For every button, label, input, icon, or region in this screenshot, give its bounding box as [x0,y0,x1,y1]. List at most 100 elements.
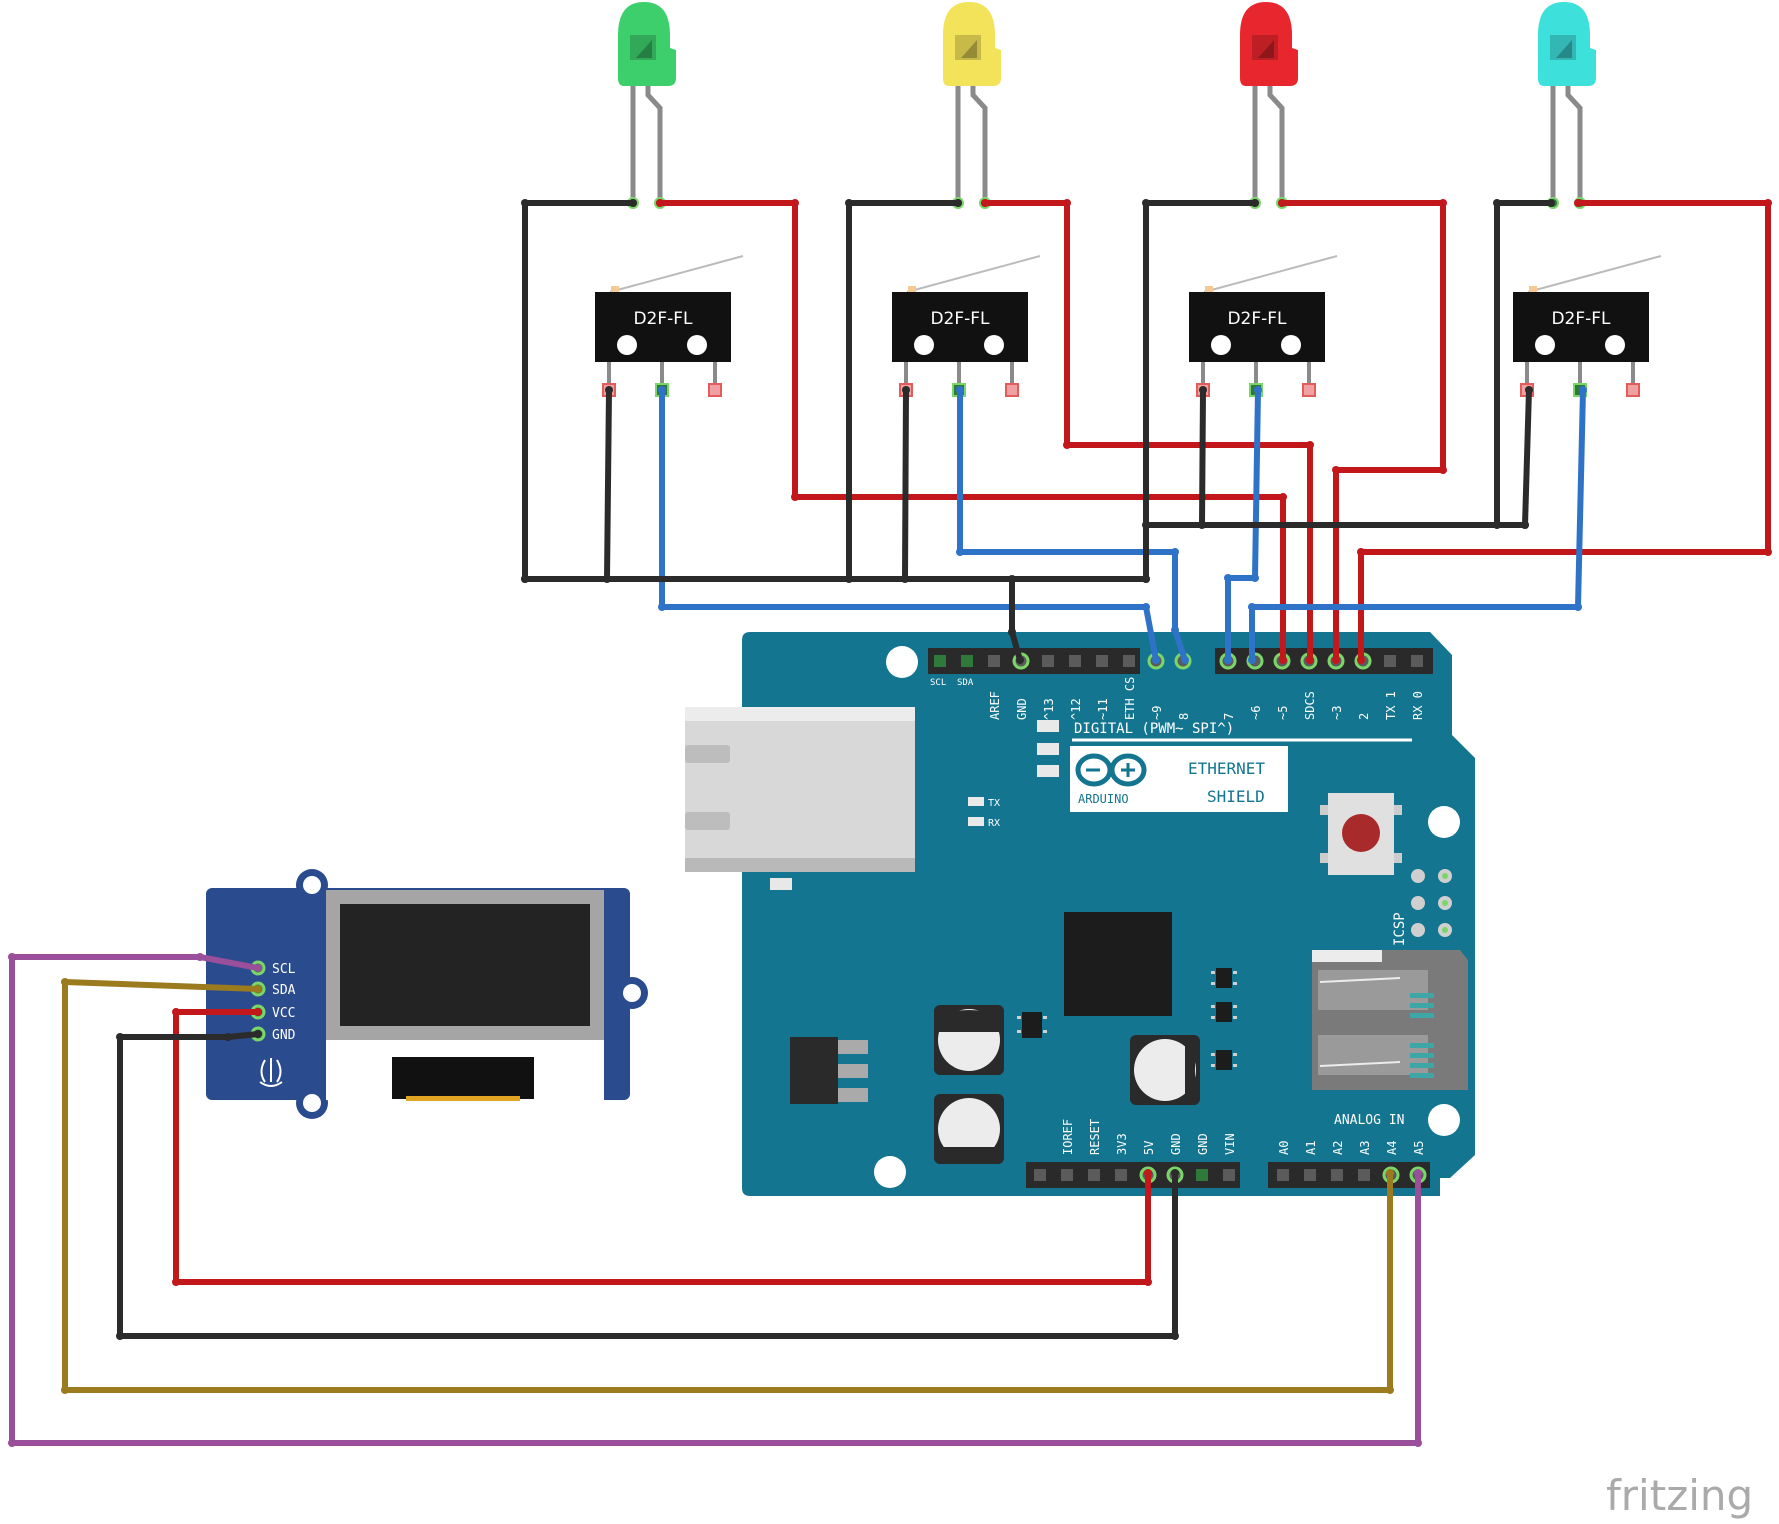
digital-pin-label: 2 [1357,713,1371,720]
analog-pin-label: A1 [1304,1141,1318,1155]
digital-pin-label: TX 1 [1384,691,1398,720]
power-pin-label: 3V3 [1115,1133,1129,1155]
digital-pin-label: 7 [1222,713,1236,720]
header-pin [1331,1169,1343,1181]
oled-pin-label: GND [272,1028,296,1043]
switch-label: D2F-FL [930,309,990,329]
oled-module: SCL SDA VCC GND [206,869,648,1119]
header-pin [1304,1169,1316,1181]
digital-pin-label: SDCS [1303,691,1317,720]
digital-pin-label: ~6 [1249,706,1263,720]
led-red [1240,2,1298,209]
power-pin-label: VIN [1223,1133,1237,1155]
header-pin [1034,1169,1046,1181]
header-pin [1069,655,1081,667]
digital-pin-label: ~3 [1330,706,1344,720]
digital-pin-label: ^13 [1042,698,1056,720]
tx-label: TX [988,798,1000,809]
capacitor-2 [934,1094,1004,1164]
analog-pin-label: A0 [1277,1141,1291,1155]
header-pin [1196,1169,1208,1181]
shield-title-2: SHIELD [1207,787,1265,806]
capacitor-3 [1130,1035,1200,1105]
power-pin-label: RESET [1088,1119,1102,1155]
header-pin [1277,1169,1289,1181]
wire-red [1358,200,1771,663]
power-pin-label: 5V [1142,1141,1156,1155]
ethernet-jack [685,707,915,872]
wire-blue [1249,387,1586,663]
arduino-ethernet-shield: SCL SDA AREF GND ^13 ^12 ~11 ETH CS ~9 8 7 ~6 ~5 SDCS… [685,632,1475,1196]
analog-pin-label: A4 [1385,1141,1399,1155]
arduino-infinity-icon [1075,753,1147,787]
voltage-regulator [790,1037,868,1104]
header-pin [1115,1169,1127,1181]
fritzing-watermark: fritzing [1606,1471,1753,1520]
wire-blue [659,387,1159,663]
digital-pin-label: AREF [988,691,1002,720]
digital-pin-label: ETH CS [1123,677,1137,720]
header-pin [1096,655,1108,667]
switch-label: D2F-FL [1551,309,1611,329]
header-pin [1061,1169,1073,1181]
wire-blue [1225,387,1261,663]
grove-logo-icon [259,1058,283,1087]
switch-label: D2F-FL [1227,309,1287,329]
microswitch[interactable]: D2F-FL [892,255,1041,397]
rx-label: RX [988,818,1000,829]
header-pin [1384,655,1396,667]
wire-black [902,387,909,582]
analog-pin-label: A5 [1412,1141,1426,1155]
oled-pin-label: SDA [272,983,296,998]
digital-pin-label: 8 [1177,713,1191,720]
power-pin-label: GND [1169,1133,1183,1155]
wire-black [522,200,636,582]
analog-pin-label: A3 [1358,1141,1372,1155]
led-yellow [943,2,1001,209]
digital-pin-label: ^12 [1069,698,1083,720]
header-pin [1358,1169,1370,1181]
digital-pin-label: ~9 [1150,706,1164,720]
logo-text: ARDUINO [1078,792,1129,806]
oled-screen [340,904,590,1026]
header-pin [1223,1169,1235,1181]
digital-pin-label: ~11 [1096,698,1110,720]
digital-pin-label: RX 0 [1411,691,1425,720]
icsp-header [1411,869,1452,937]
digital-pin-label: SCL [930,678,946,688]
switch-label: D2F-FL [633,309,693,329]
header-pin [1123,655,1135,667]
digital-pin-label: ~5 [1276,706,1290,720]
oled-pin-label: SCL [272,962,296,977]
power-pin-label: GND [1196,1133,1210,1155]
oled-pin-label: VCC [272,1006,295,1021]
digital-pin-label: SDA [957,678,974,688]
microswitch[interactable]: D2F-FL [1189,255,1338,397]
microswitch[interactable]: D2F-FL [595,255,744,397]
power-pin-label: IOREF [1061,1119,1075,1155]
wire-black [1199,387,1206,528]
capacitor-1 [934,1005,1004,1075]
header-pin [961,655,973,667]
digital-caption: DIGITAL (PWM~ SPI^) [1074,721,1234,737]
analog-header [1268,1162,1430,1188]
header-pin [1411,655,1423,667]
wire-black [1522,387,1532,528]
header-pin [1088,1169,1100,1181]
microswitch[interactable]: D2F-FL [1513,255,1662,397]
digital-header-left [928,648,1140,674]
analog-caption: ANALOG IN [1334,1113,1404,1128]
digital-pin-label: GND [1015,698,1029,720]
wire-purple-scl [9,954,1421,1446]
reset-button[interactable] [1320,793,1402,875]
wire-black-gnd [117,1031,1178,1339]
header-pin [934,655,946,667]
header-pin [1042,655,1054,667]
ethernet-chip [1064,912,1172,1016]
wire-red [657,200,1286,663]
sd-card-slot [1312,950,1468,1090]
icsp-label: ICSP [1392,912,1408,946]
shield-title-1: ETHERNET [1188,759,1265,778]
wire-black [604,387,612,582]
